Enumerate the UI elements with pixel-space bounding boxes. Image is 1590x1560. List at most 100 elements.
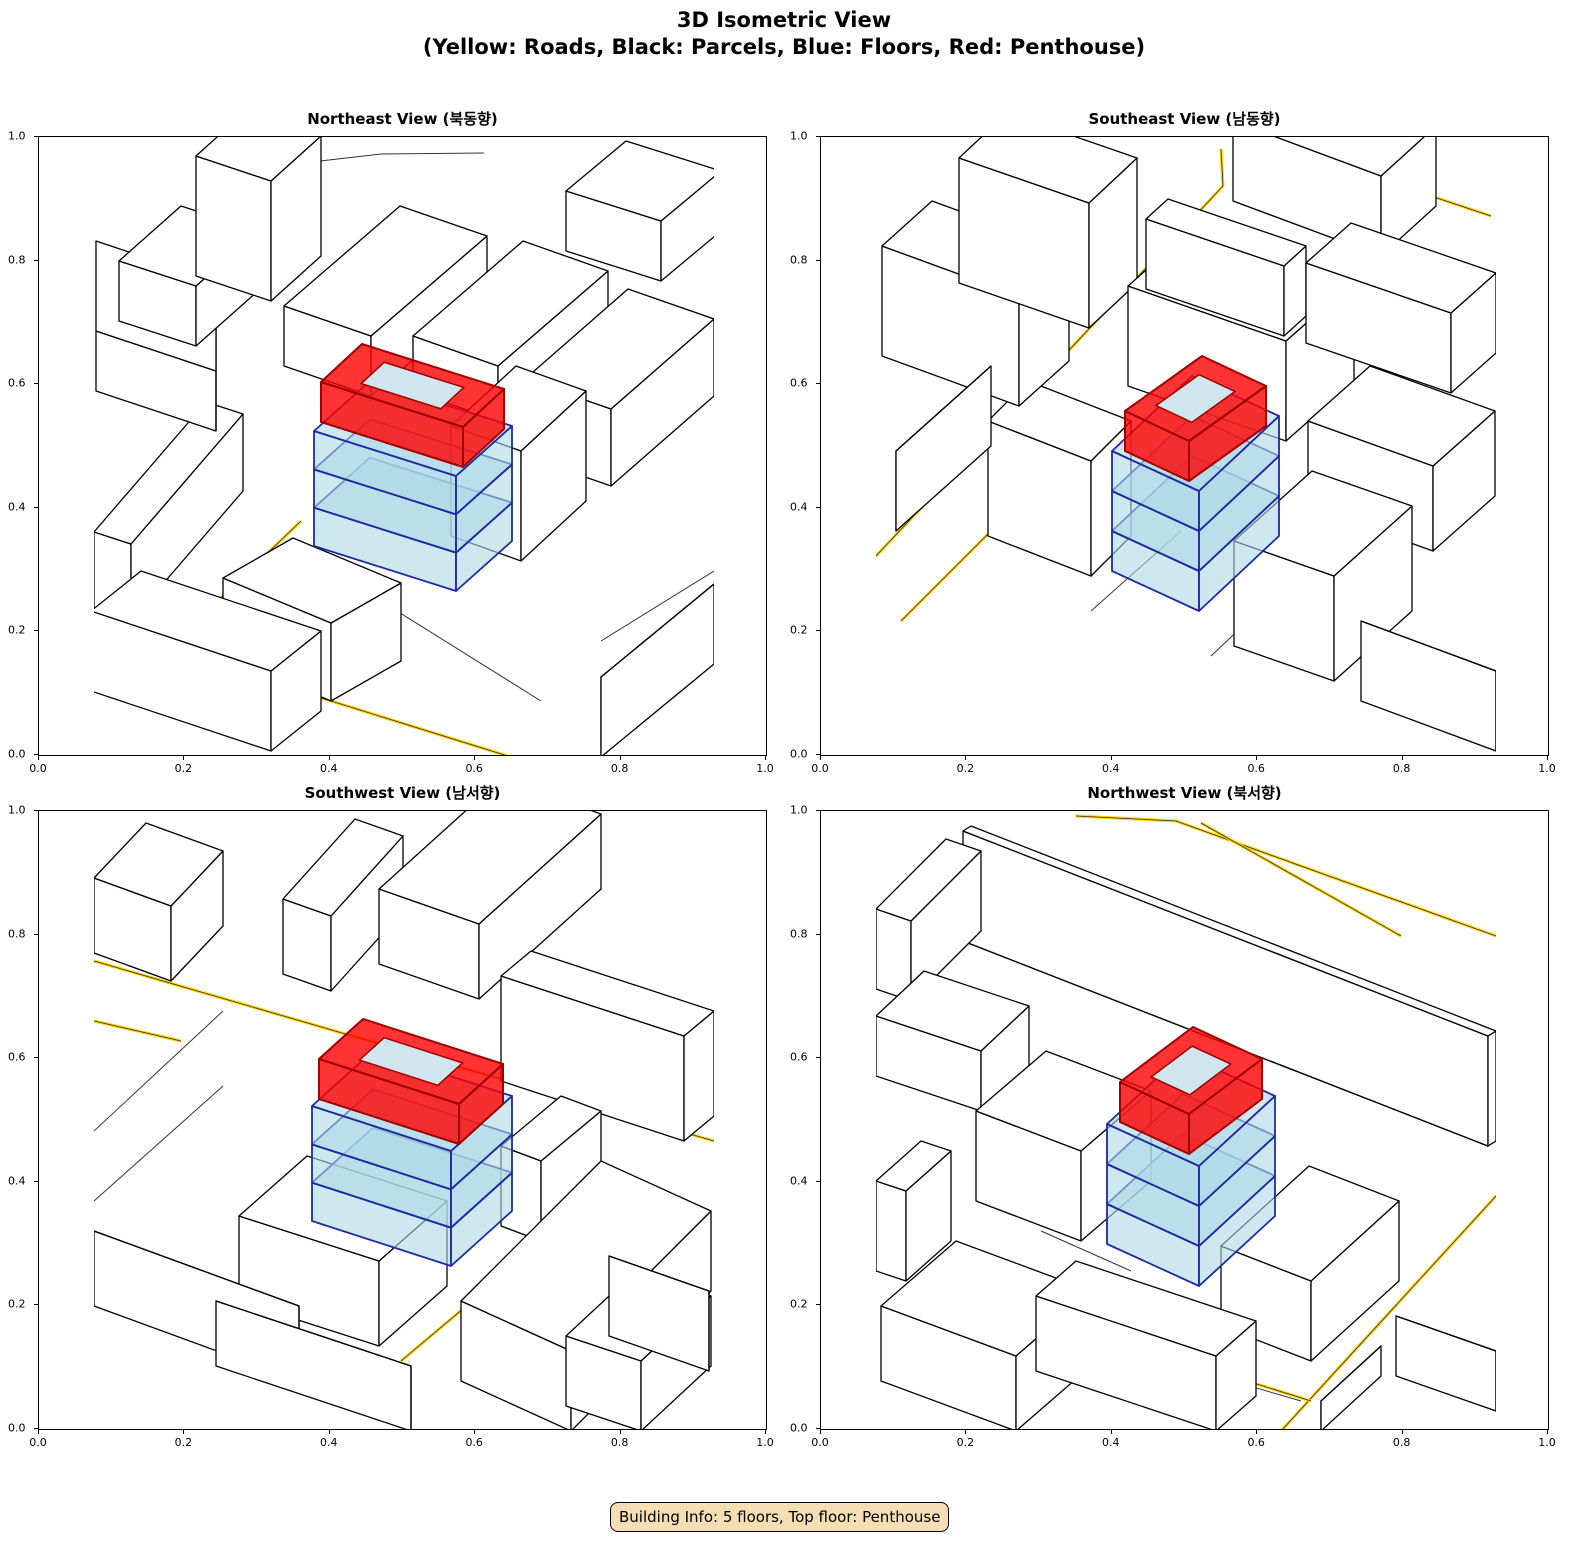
x-tick [474, 1430, 476, 1434]
panel-title: Southeast View (남동향) [1088, 110, 1281, 128]
x-tick [1401, 756, 1403, 760]
parcel-line [600, 570, 714, 642]
y-tick [34, 810, 38, 811]
y-tick [34, 1428, 38, 1429]
parcel-building [1320, 1345, 1382, 1429]
face [1395, 1315, 1496, 1412]
parcel-building [895, 365, 992, 532]
x-tick [765, 756, 766, 760]
y-tick [34, 1304, 38, 1306]
parcel-building [500, 950, 714, 1142]
y-tick-label: 0.6 [790, 1050, 808, 1064]
parcel-line [94, 1010, 224, 1132]
y-tick-label: 0.0 [8, 747, 26, 761]
y-tick [816, 1304, 820, 1306]
x-tick-label: 0.4 [1102, 1436, 1120, 1449]
parcel-building [608, 1255, 710, 1372]
x-tick [619, 756, 621, 760]
x-tick-label: 0.4 [320, 1436, 338, 1449]
x-tick [38, 1430, 39, 1434]
y-tick [816, 630, 820, 632]
y-tick [816, 383, 820, 385]
figure-title: 3D Isometric View [676, 8, 892, 32]
y-tick-label: 0.4 [8, 1174, 26, 1188]
parcel-building [1232, 137, 1437, 257]
x-tick-label: 0.8 [610, 762, 629, 775]
x-tick [183, 1430, 185, 1434]
y-tick [34, 630, 38, 632]
x-tick [820, 756, 821, 760]
face [600, 583, 714, 755]
face [1320, 1345, 1382, 1429]
face [412, 240, 609, 367]
y-tick-label: 1.0 [8, 803, 26, 817]
face [660, 175, 714, 282]
face [895, 365, 992, 532]
face [282, 818, 404, 917]
face [1233, 470, 1413, 577]
x-tick-label: 1.0 [1538, 762, 1556, 775]
scene-drawing [876, 137, 1496, 752]
face [876, 838, 982, 922]
face [500, 950, 714, 1037]
face [1380, 137, 1437, 257]
face [958, 137, 1138, 204]
y-tick-label: 0.0 [8, 1421, 26, 1435]
x-tick [38, 756, 39, 760]
x-tick [183, 756, 185, 760]
face [1035, 1260, 1257, 1357]
road-edge [1430, 195, 1492, 217]
plot-area [820, 810, 1549, 1430]
face [94, 822, 224, 907]
parcel-building [565, 140, 714, 282]
parcel-line [380, 600, 542, 702]
parcel-building [94, 570, 322, 752]
y-tick-label: 0.2 [790, 1297, 808, 1311]
y-tick [816, 754, 820, 755]
parcel-building [958, 137, 1138, 329]
y-tick-label: 1.0 [790, 129, 808, 143]
x-tick-label: 0.0 [29, 762, 47, 775]
x-tick [820, 1430, 821, 1434]
parcel-building [1305, 222, 1496, 394]
panel-title: Northeast View (북동향) [307, 110, 498, 128]
face [1395, 1315, 1496, 1352]
face [1145, 198, 1307, 267]
face [1487, 1030, 1496, 1147]
face [608, 1255, 710, 1292]
x-tick-label: 1.0 [1538, 1436, 1556, 1449]
y-tick-label: 0.8 [790, 927, 808, 941]
parcel-line [94, 1085, 224, 1202]
face [876, 1140, 952, 1192]
y-tick-label: 1.0 [8, 129, 26, 143]
y-tick [34, 506, 38, 508]
parcel-building [1035, 1260, 1257, 1429]
road-edge [1200, 822, 1402, 937]
parcel-building [1233, 470, 1413, 682]
x-tick-label: 0.4 [1102, 762, 1120, 775]
y-tick-label: 0.8 [790, 253, 808, 267]
penthouse-courtyard [358, 1036, 464, 1087]
y-tick-label: 0.6 [8, 1050, 26, 1064]
plot-area [38, 136, 767, 756]
parcel-building [987, 380, 1132, 577]
y-tick [34, 136, 38, 137]
penthouse-courtyard [359, 361, 466, 410]
y-tick-label: 0.8 [8, 927, 26, 941]
y-tick [34, 1180, 38, 1182]
x-tick-label: 0.8 [1392, 1436, 1411, 1449]
road-edge [900, 520, 1002, 622]
face [1360, 620, 1496, 672]
x-tick [474, 756, 476, 760]
y-tick-label: 0.6 [8, 376, 26, 390]
y-tick-label: 0.0 [790, 1421, 808, 1435]
face [876, 908, 912, 1002]
y-tick-label: 0.4 [8, 500, 26, 514]
figure-subtitle: (Yellow: Roads, Black: Parcels, Blue: Fl… [422, 35, 1146, 59]
y-tick [34, 754, 38, 755]
penthouse-courtyard [1154, 373, 1237, 424]
parcel-building [282, 818, 404, 992]
parcel-building [378, 811, 602, 1000]
face [215, 1300, 412, 1367]
